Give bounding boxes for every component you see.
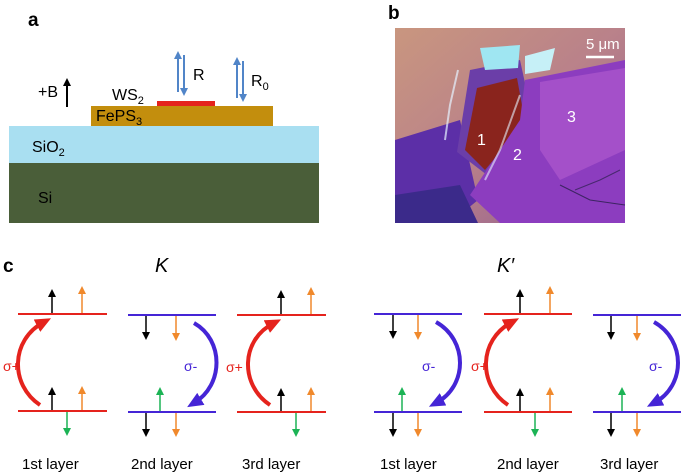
sigma-plus-arrow — [246, 319, 282, 407]
sigma-minus-label: σ- — [649, 358, 663, 374]
fepse-label: FePS3 — [96, 108, 142, 128]
panel-a-label: a — [28, 10, 39, 31]
sigma-minus-arrow — [646, 320, 680, 407]
sio2-layer — [9, 126, 319, 163]
k-layer-3: σ+ — [226, 287, 326, 437]
si-substrate — [9, 163, 319, 223]
kp-layer-1: σ- — [374, 313, 462, 437]
panel-c-label: c — [3, 256, 14, 277]
fepse-flake — [91, 106, 273, 126]
ref0-label: R0 — [251, 73, 269, 93]
k-layer-2: σ- — [128, 314, 219, 437]
optical-micrograph — [395, 28, 626, 223]
sio2-label: SiO2 — [32, 139, 65, 159]
valley-k-label: K — [155, 255, 170, 277]
sigma-plus-label: σ+ — [226, 359, 243, 375]
region-label-3: 3 — [567, 109, 576, 126]
sigma-minus-arrow — [428, 320, 462, 407]
layer-caption: 1st layer — [22, 456, 79, 473]
sigma-plus-arrow — [484, 318, 520, 407]
valley-kp-label: K′ — [497, 255, 515, 277]
panel-c: c K K′ σ+ σ- — [3, 255, 681, 473]
si-label: Si — [38, 190, 52, 207]
k-layer-1: σ+ — [3, 286, 107, 436]
layer-caption: 2nd layer — [497, 456, 559, 473]
scale-label: 5 μm — [586, 36, 620, 53]
kp-layer-3: σ- — [593, 314, 681, 437]
sigma-plus-arrow — [16, 318, 52, 407]
panel-a: a +B WS2 FePS3 SiO2 Si R R0 — [9, 10, 319, 223]
layer-caption: 3rd layer — [242, 456, 300, 473]
layer-caption: 3rd layer — [600, 456, 658, 473]
field-label: +B — [38, 84, 58, 101]
panel-b: b 5 μm 1 2 3 — [388, 3, 626, 223]
reflect-label: R — [193, 67, 205, 84]
sigma-plus-label: σ+ — [3, 358, 20, 374]
layer-caption: 1st layer — [380, 456, 437, 473]
region-label-2: 2 — [513, 147, 522, 164]
sigma-plus-label: σ+ — [471, 358, 488, 374]
layer-caption: 2nd layer — [131, 456, 193, 473]
panel-b-label: b — [388, 3, 400, 24]
ws2-flake — [157, 101, 215, 106]
sigma-minus-label: σ- — [184, 358, 198, 374]
region-label-1: 1 — [477, 132, 486, 149]
kp-layer-2: σ+ — [471, 286, 572, 437]
sigma-minus-arrow — [187, 321, 219, 408]
sigma-minus-label: σ- — [422, 358, 436, 374]
ws2-label: WS2 — [112, 87, 144, 107]
